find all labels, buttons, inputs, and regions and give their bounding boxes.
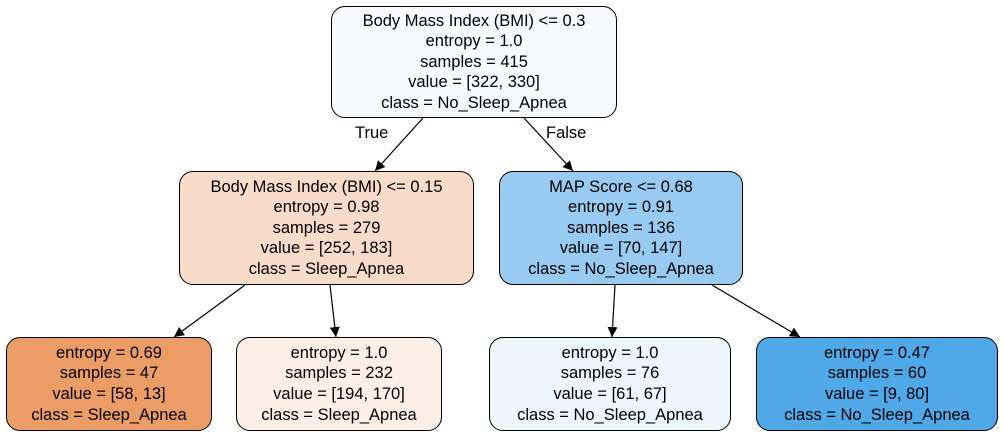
edge-n1-n3 [173, 284, 246, 338]
node-text-line: class = No_Sleep_Apnea [381, 93, 567, 112]
node-text-line: entropy = 0.47 [824, 343, 930, 362]
edge-n0-n1 [374, 117, 424, 172]
node-text-line: class = No_Sleep_Apnea [517, 405, 703, 424]
node-text-line: entropy = 1.0 [425, 32, 523, 51]
node-text-line: value = [9, 80] [824, 385, 930, 403]
node-text-line: class = No_Sleep_Apnea [784, 405, 970, 424]
node-text-line: entropy = 0.69 [56, 343, 162, 362]
node-text-line: Body Mass Index (BMI) <= 0.3 [362, 11, 586, 30]
node-text-line: value = [194, 170] [273, 385, 405, 403]
tree-node-n6: entropy = 0.47 samples = 60 value = [9, 80… [756, 337, 998, 431]
node-text-line: Body Mass Index (BMI) <= 0.15 [210, 177, 443, 196]
node-text-line: entropy = 0.98 [273, 198, 380, 217]
node-text-line: samples = 136 [567, 218, 675, 237]
edge-n1-n4 [329, 284, 340, 338]
tree-node-n1: Body Mass Index (BMI) <= 0.15 entropy = 0… [179, 171, 474, 285]
node-text-line: samples = 76 [560, 364, 660, 383]
node-text-line: samples = 47 [59, 364, 159, 383]
node-text-line: entropy = 1.0 [561, 343, 659, 362]
node-text-line: entropy = 1.0 [290, 343, 388, 362]
edge-n2-n5 [607, 284, 618, 338]
edge-n2-n6 [711, 284, 801, 338]
node-text-line: value = [58, 13] [52, 385, 166, 403]
tree-node-n3: entropy = 0.69 samples = 47 value = [58, 1… [6, 337, 212, 431]
tree-node-n0: Body Mass Index (BMI) <= 0.3 entropy = 1.… [331, 6, 617, 118]
node-text-line: entropy = 0.91 [568, 198, 674, 217]
node-text-line: class = Sleep_Apnea [261, 405, 417, 424]
node-text-line: class = Sleep_Apnea [248, 259, 405, 278]
node-text-line: samples = 232 [285, 364, 393, 383]
node-text-line: class = No_Sleep_Apnea [528, 259, 714, 278]
tree-node-n4: entropy = 1.0 samples = 232 value = [194, … [236, 337, 442, 431]
node-text-line: value = [322, 330] [408, 73, 540, 92]
node-text-line: samples = 415 [420, 52, 528, 71]
edge-n0-n2 [523, 117, 574, 172]
node-text-line: samples = 60 [827, 364, 927, 383]
node-text-line: MAP Score <= 0.68 [549, 177, 693, 196]
node-text-line: samples = 279 [272, 218, 381, 237]
edge-label-true: True [355, 124, 389, 142]
node-text-line: value = [70, 147] [559, 239, 683, 258]
node-text-line: value = [61, 67] [553, 385, 667, 403]
tree-node-n5: entropy = 1.0 samples = 76 value = [61, 67… [489, 337, 731, 431]
node-text-line: class = Sleep_Apnea [31, 405, 187, 424]
node-text-line: value = [252, 183] [260, 239, 393, 258]
edge-label-false: False [546, 124, 587, 142]
